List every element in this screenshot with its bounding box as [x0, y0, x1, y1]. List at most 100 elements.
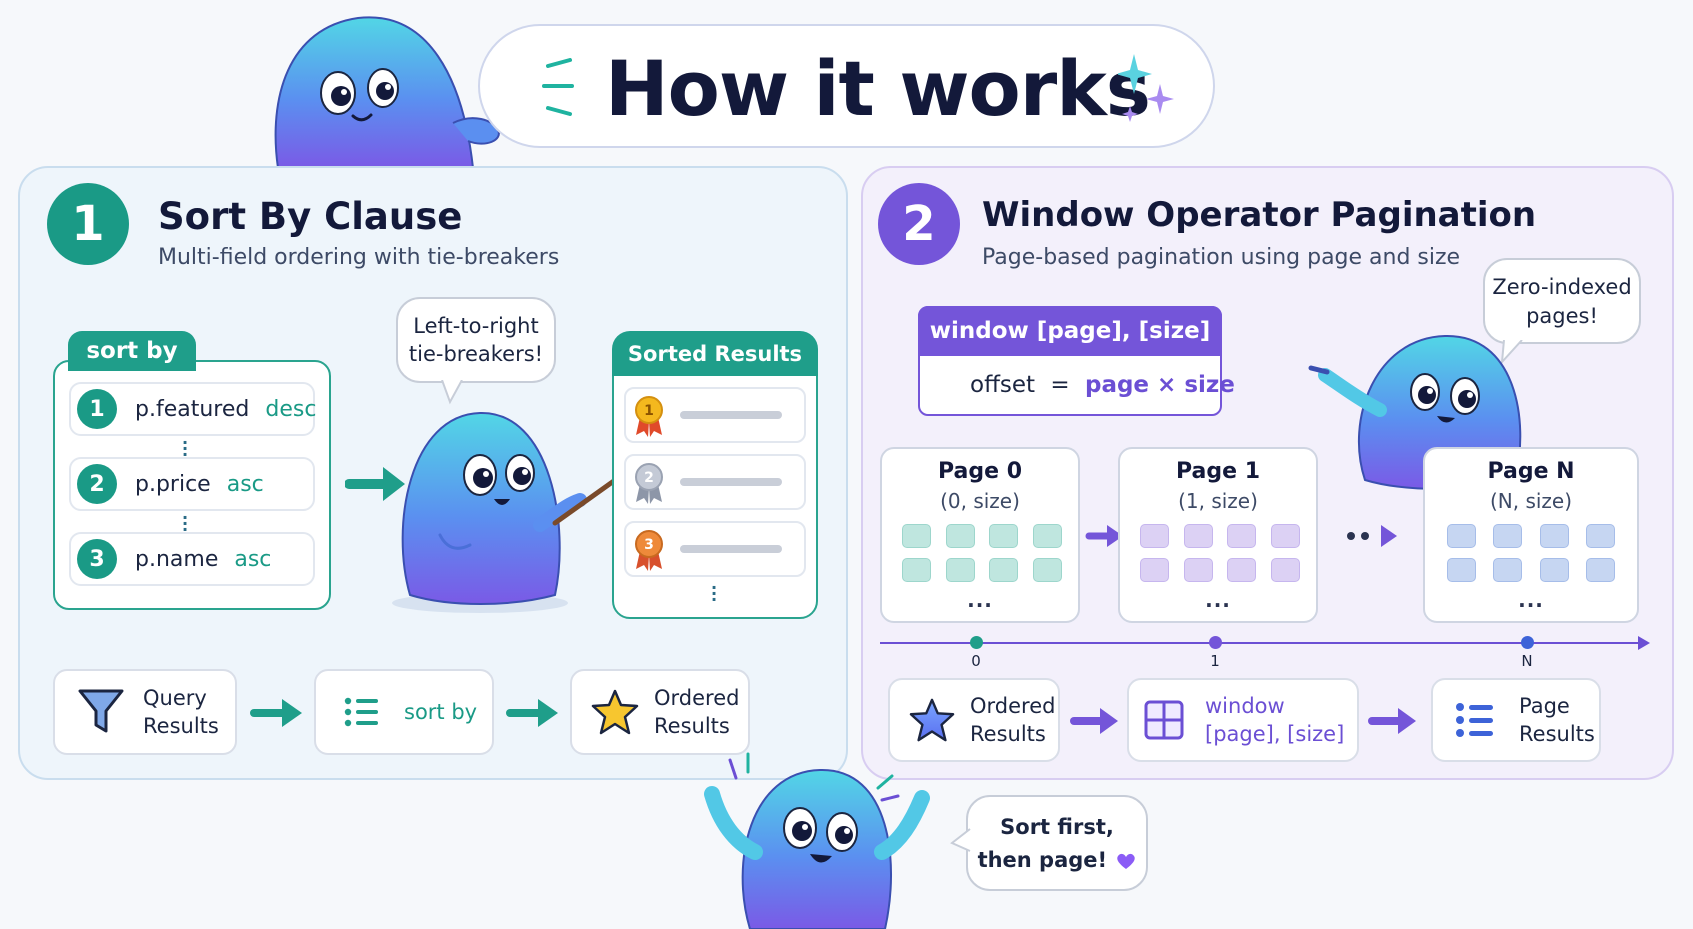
sort-field-row: 1 p.featured desc — [69, 382, 316, 436]
page-item-cell — [1140, 558, 1169, 582]
result-placeholder-line — [680, 478, 782, 486]
ordered-results-label: Ordered Results — [654, 684, 739, 740]
connector-dots: ··· — [181, 433, 189, 464]
page-args-label: (N, size) — [1489, 489, 1573, 513]
axis-tick-label: 0 — [971, 652, 981, 670]
bubble-line: Left-to-right — [413, 314, 539, 338]
offset-formula: offset = page × size — [970, 372, 1235, 398]
sort-by-label: sort by — [404, 700, 478, 724]
page-args-label: (0, size) — [940, 489, 1020, 513]
grid-icon — [1144, 700, 1184, 740]
star-icon — [591, 689, 639, 735]
page-title-label: Page 0 — [937, 459, 1022, 484]
flow-label-line: Results — [970, 722, 1046, 746]
speech-bubble: Zero-indexed pages! — [1483, 258, 1641, 344]
field-name: p.name — [135, 546, 219, 572]
medal-label: 1 — [644, 403, 654, 419]
axis-tick-label: N — [1521, 652, 1533, 670]
flow-label-line: window — [1205, 694, 1285, 718]
medal-label: 3 — [644, 537, 654, 553]
flow-label-line: Query — [143, 686, 207, 710]
sorted-results-header: Sorted Results — [612, 331, 818, 376]
page-item-cell — [1586, 558, 1615, 582]
mascot-pointer — [392, 411, 628, 613]
flow-label-line: Page — [1519, 694, 1570, 718]
list-icon — [1456, 703, 1493, 737]
page-item-cell — [946, 524, 975, 548]
page-results-box: Page Results — [1431, 678, 1601, 762]
page-item-cell — [902, 524, 931, 548]
page-item-cell — [1184, 558, 1213, 582]
page-item-cell — [1033, 558, 1062, 582]
page-item-cell — [1586, 524, 1615, 548]
axis-tick — [970, 636, 983, 649]
bubble-tail — [441, 380, 463, 405]
flow-label-line: Results — [143, 714, 219, 738]
section1-title: Sort By Clause — [158, 195, 463, 238]
field-name: p.featured — [135, 396, 250, 422]
ordered-results-box: Ordered Results — [570, 669, 750, 755]
page-item-cell — [1271, 558, 1300, 582]
heart-icon — [1117, 853, 1136, 869]
speech-bubble: Left-to-right tie-breakers! — [396, 297, 556, 383]
flow-label-line: Results — [1519, 722, 1595, 746]
more-dots: ··· — [710, 578, 718, 609]
bubble-tail — [1500, 340, 1523, 364]
field-number: 2 — [77, 464, 117, 504]
more-pages-arrow-icon — [1347, 525, 1397, 547]
section1-subtitle: Multi-field ordering with tie-breakers — [158, 245, 560, 270]
arrow-icon — [345, 467, 405, 501]
mascot-cheering — [704, 752, 930, 929]
window-label: window [page], [size] — [1205, 692, 1344, 748]
list-icon — [344, 697, 378, 727]
ordered-results-box: Ordered Results — [888, 678, 1060, 762]
page-item-cell — [1227, 524, 1256, 548]
medal-icon: 1 — [635, 396, 663, 437]
sparkle-icon — [1118, 54, 1174, 122]
page-item-cell — [1033, 524, 1062, 548]
connector-dots: ··· — [181, 508, 189, 539]
page-title-label: Page 1 — [1175, 459, 1260, 484]
page-ellipsis: ... — [1518, 588, 1544, 612]
arrow-icon — [1368, 708, 1416, 734]
result-placeholder-line — [680, 545, 782, 553]
bubble-line: Zero-indexed — [1492, 275, 1632, 299]
page-item-cell — [1540, 558, 1569, 582]
bubble-line: tie-breakers! — [408, 342, 544, 366]
speech-bubble: Sort first, then page! — [966, 795, 1148, 891]
title-pill — [478, 24, 1215, 148]
step-number-2: 2 — [878, 183, 960, 265]
arrow-icon — [250, 699, 302, 727]
axis-arrowhead — [1638, 636, 1650, 650]
page-item-cell — [1540, 524, 1569, 548]
page-title-label: Page N — [1487, 459, 1575, 484]
window-formula-header: window [page], [size] — [918, 306, 1222, 356]
funnel-icon — [78, 689, 124, 733]
page-items-grid — [902, 524, 1062, 584]
page-item-cell — [1493, 524, 1522, 548]
section2-title: Window Operator Pagination — [982, 195, 1537, 235]
page-title: How it works — [605, 44, 1151, 133]
ordered-results-label: Ordered Results — [970, 692, 1055, 748]
axis-tick-label: 1 — [1210, 652, 1220, 670]
sort-field-row: 2 p.price asc — [69, 457, 315, 511]
motion-lines-icon — [542, 58, 574, 116]
page-results-label: Page Results — [1519, 692, 1595, 748]
section2-subtitle: Page-based pagination using page and siz… — [982, 245, 1461, 270]
bubble-line: pages! — [1526, 304, 1598, 328]
step-number-1: 1 — [47, 183, 129, 265]
arrow-icon — [1070, 708, 1118, 734]
field-name: p.price — [135, 471, 211, 497]
arrow-icon — [1085, 525, 1123, 547]
page-items-grid — [1447, 524, 1615, 584]
page-item-cell — [902, 558, 931, 582]
page-item-cell — [1447, 524, 1476, 548]
field-number: 1 — [77, 389, 117, 429]
offset-expression: page × size — [1084, 372, 1235, 398]
offset-equals: = — [1050, 372, 1070, 398]
field-direction: asc — [234, 546, 272, 572]
page-item-cell — [946, 558, 975, 582]
page-item-cell — [1447, 558, 1476, 582]
axis-tick — [1521, 636, 1534, 649]
window-box: window [page], [size] — [1127, 678, 1359, 762]
